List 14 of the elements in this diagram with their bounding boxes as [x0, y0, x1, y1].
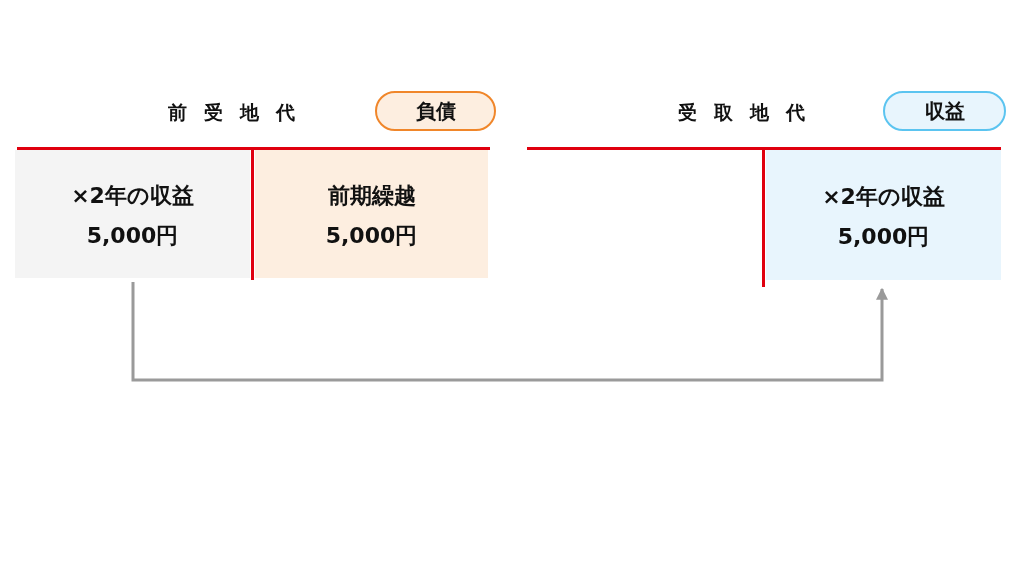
entry-text: 前期繰越 [327, 182, 416, 210]
account-title: 受取地代 [678, 100, 822, 125]
account-cell [766, 150, 1001, 280]
entry-text: 5,000円 [86, 222, 179, 250]
entry-text: ×2年の収益 [822, 183, 945, 211]
entry-text: 5,000円 [837, 223, 930, 251]
entry-text: 5,000円 [325, 222, 418, 250]
category-badge: 収益 [883, 91, 1006, 131]
account-cell [15, 150, 250, 278]
arrow [131, 282, 888, 382]
account-cell [255, 150, 488, 278]
account-title: 前受地代 [168, 100, 312, 125]
category-badge: 負債 [375, 91, 496, 131]
entry-text: ×2年の収益 [71, 182, 194, 210]
